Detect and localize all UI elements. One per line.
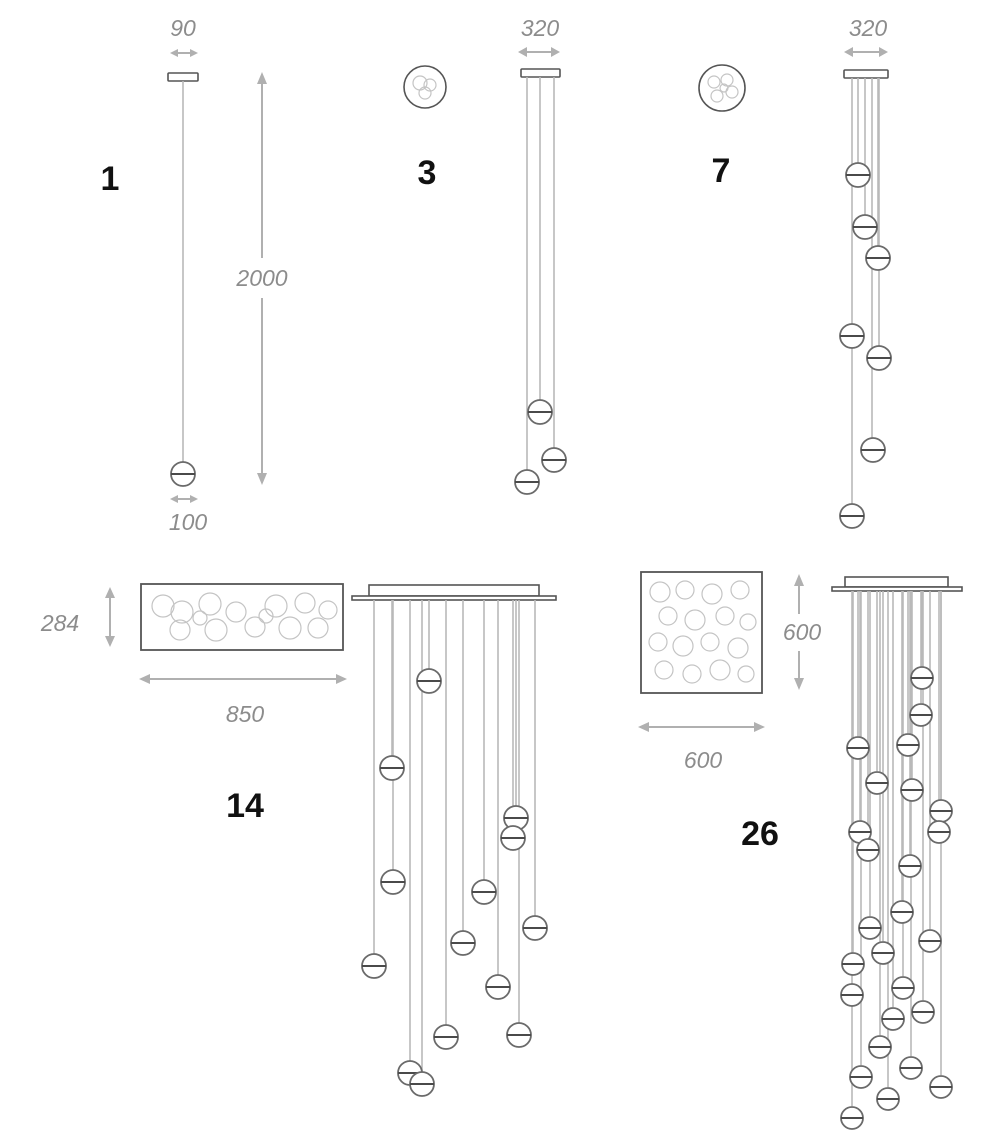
- variant-26-sphere: [929, 1075, 953, 1099]
- variant-1-canopy: [167, 72, 199, 82]
- variant-7-sphere: [865, 245, 891, 271]
- variant-26-sphere: [898, 854, 922, 878]
- variant-14-drawing: 14 284 850: [40, 583, 557, 1097]
- variant-14-sphere: [450, 930, 476, 956]
- variant-3-top-view: [403, 65, 447, 109]
- variant-7-sphere: [839, 503, 865, 529]
- plate-width-label-26: 600: [684, 747, 723, 773]
- variant-26-sphere: [890, 900, 914, 924]
- variant-14-label: 14: [226, 787, 264, 825]
- variant-14-canopy: [351, 584, 557, 601]
- variant-26-sphere: [900, 778, 924, 802]
- variant-14-sphere: [416, 668, 442, 694]
- canopy-width-label-3: 320: [521, 15, 560, 41]
- variant-7-drawing: 7 320: [698, 15, 892, 529]
- canopy-width-dimension: 90: [170, 15, 198, 57]
- variant-14-sphere: [433, 1024, 459, 1050]
- plate-height-dimension-26: 600: [783, 574, 822, 690]
- variant-7-sphere: [866, 345, 892, 371]
- variant-14-sphere: [379, 755, 405, 781]
- variant-7-sphere: [860, 437, 886, 463]
- plate-height-label-26: 600: [783, 619, 822, 645]
- variant-14-sphere: [361, 953, 387, 979]
- variant-26-label: 26: [741, 815, 779, 853]
- variant-26-sphere: [840, 1106, 864, 1130]
- variant-14-sphere: [485, 974, 511, 1000]
- variant-3-sphere: [527, 399, 553, 425]
- variant-26-sphere: [876, 1087, 900, 1111]
- variant-26-drawing: 26 600: [638, 571, 963, 1130]
- variant-26-sphere: [911, 1000, 935, 1024]
- variant-26-sphere: [896, 733, 920, 757]
- drop-height-label: 2000: [235, 265, 287, 291]
- variant-26-sphere: [856, 838, 880, 862]
- variant-26-sphere: [840, 983, 864, 1007]
- variant-14-top-view: [140, 583, 344, 651]
- variant-14-sphere: [380, 869, 406, 895]
- variant-26-sphere: [846, 736, 870, 760]
- variant-14-sphere: [500, 825, 526, 851]
- variant-7-label: 7: [712, 152, 731, 190]
- variant-26-sphere: [858, 916, 882, 940]
- plate-width-label-14: 850: [226, 701, 265, 727]
- variant-3-canopy: [520, 68, 561, 78]
- variant-14-sphere: [471, 879, 497, 905]
- variant-26-sphere: [871, 941, 895, 965]
- variant-14-sphere: [409, 1071, 435, 1097]
- plate-width-dimension-26: 600: [638, 722, 765, 773]
- canopy-width-label-7: 320: [849, 15, 888, 41]
- variant-7-canopy: [843, 69, 889, 79]
- variant-14-sphere: [522, 915, 548, 941]
- variant-26-sphere: [899, 1056, 923, 1080]
- variant-26-sphere: [929, 799, 953, 823]
- variant-7-sphere: [852, 214, 878, 240]
- plate-width-dimension-14: 850: [139, 674, 347, 727]
- canopy-width-dimension-3: 320: [518, 15, 560, 57]
- variant-1-label: 1: [101, 160, 120, 198]
- variant-26-top-view: [640, 571, 763, 694]
- variant-26-sphere: [891, 976, 915, 1000]
- variant-1-drawing: 1 90 100 2000: [101, 15, 288, 535]
- variant-26-canopy: [831, 576, 963, 592]
- variant-26-sphere: [841, 952, 865, 976]
- variant-26-sphere: [927, 820, 951, 844]
- variant-7-sphere: [839, 323, 865, 349]
- plate-height-dimension-14: 284: [40, 587, 115, 647]
- variant-26-sphere: [918, 929, 942, 953]
- variant-26-sphere: [909, 703, 933, 727]
- drop-height-dimension: 2000: [235, 72, 288, 485]
- variant-3-sphere: [541, 447, 567, 473]
- variant-26-sphere: [868, 1035, 892, 1059]
- variant-26-sphere: [849, 1065, 873, 1089]
- plate-height-label-14: 284: [40, 610, 79, 636]
- variant-3-sphere: [514, 469, 540, 495]
- variant-3-drawing: 3 320: [403, 15, 567, 495]
- variant-14-sphere: [506, 1022, 532, 1048]
- variant-7-sphere: [845, 162, 871, 188]
- canopy-width-label: 90: [170, 15, 196, 41]
- variant-26-sphere: [848, 820, 872, 844]
- variant-26-sphere: [881, 1007, 905, 1031]
- canopy-width-dimension-7: 320: [844, 15, 888, 57]
- variant-3-label: 3: [418, 154, 437, 192]
- sphere-diameter-dimension: 100: [169, 495, 208, 535]
- variant-7-top-view: [698, 64, 746, 112]
- variant-26-sphere: [865, 771, 889, 795]
- sphere-diameter-label: 100: [169, 509, 208, 535]
- variant-1-sphere: [170, 461, 196, 487]
- variant-26-sphere: [910, 666, 934, 690]
